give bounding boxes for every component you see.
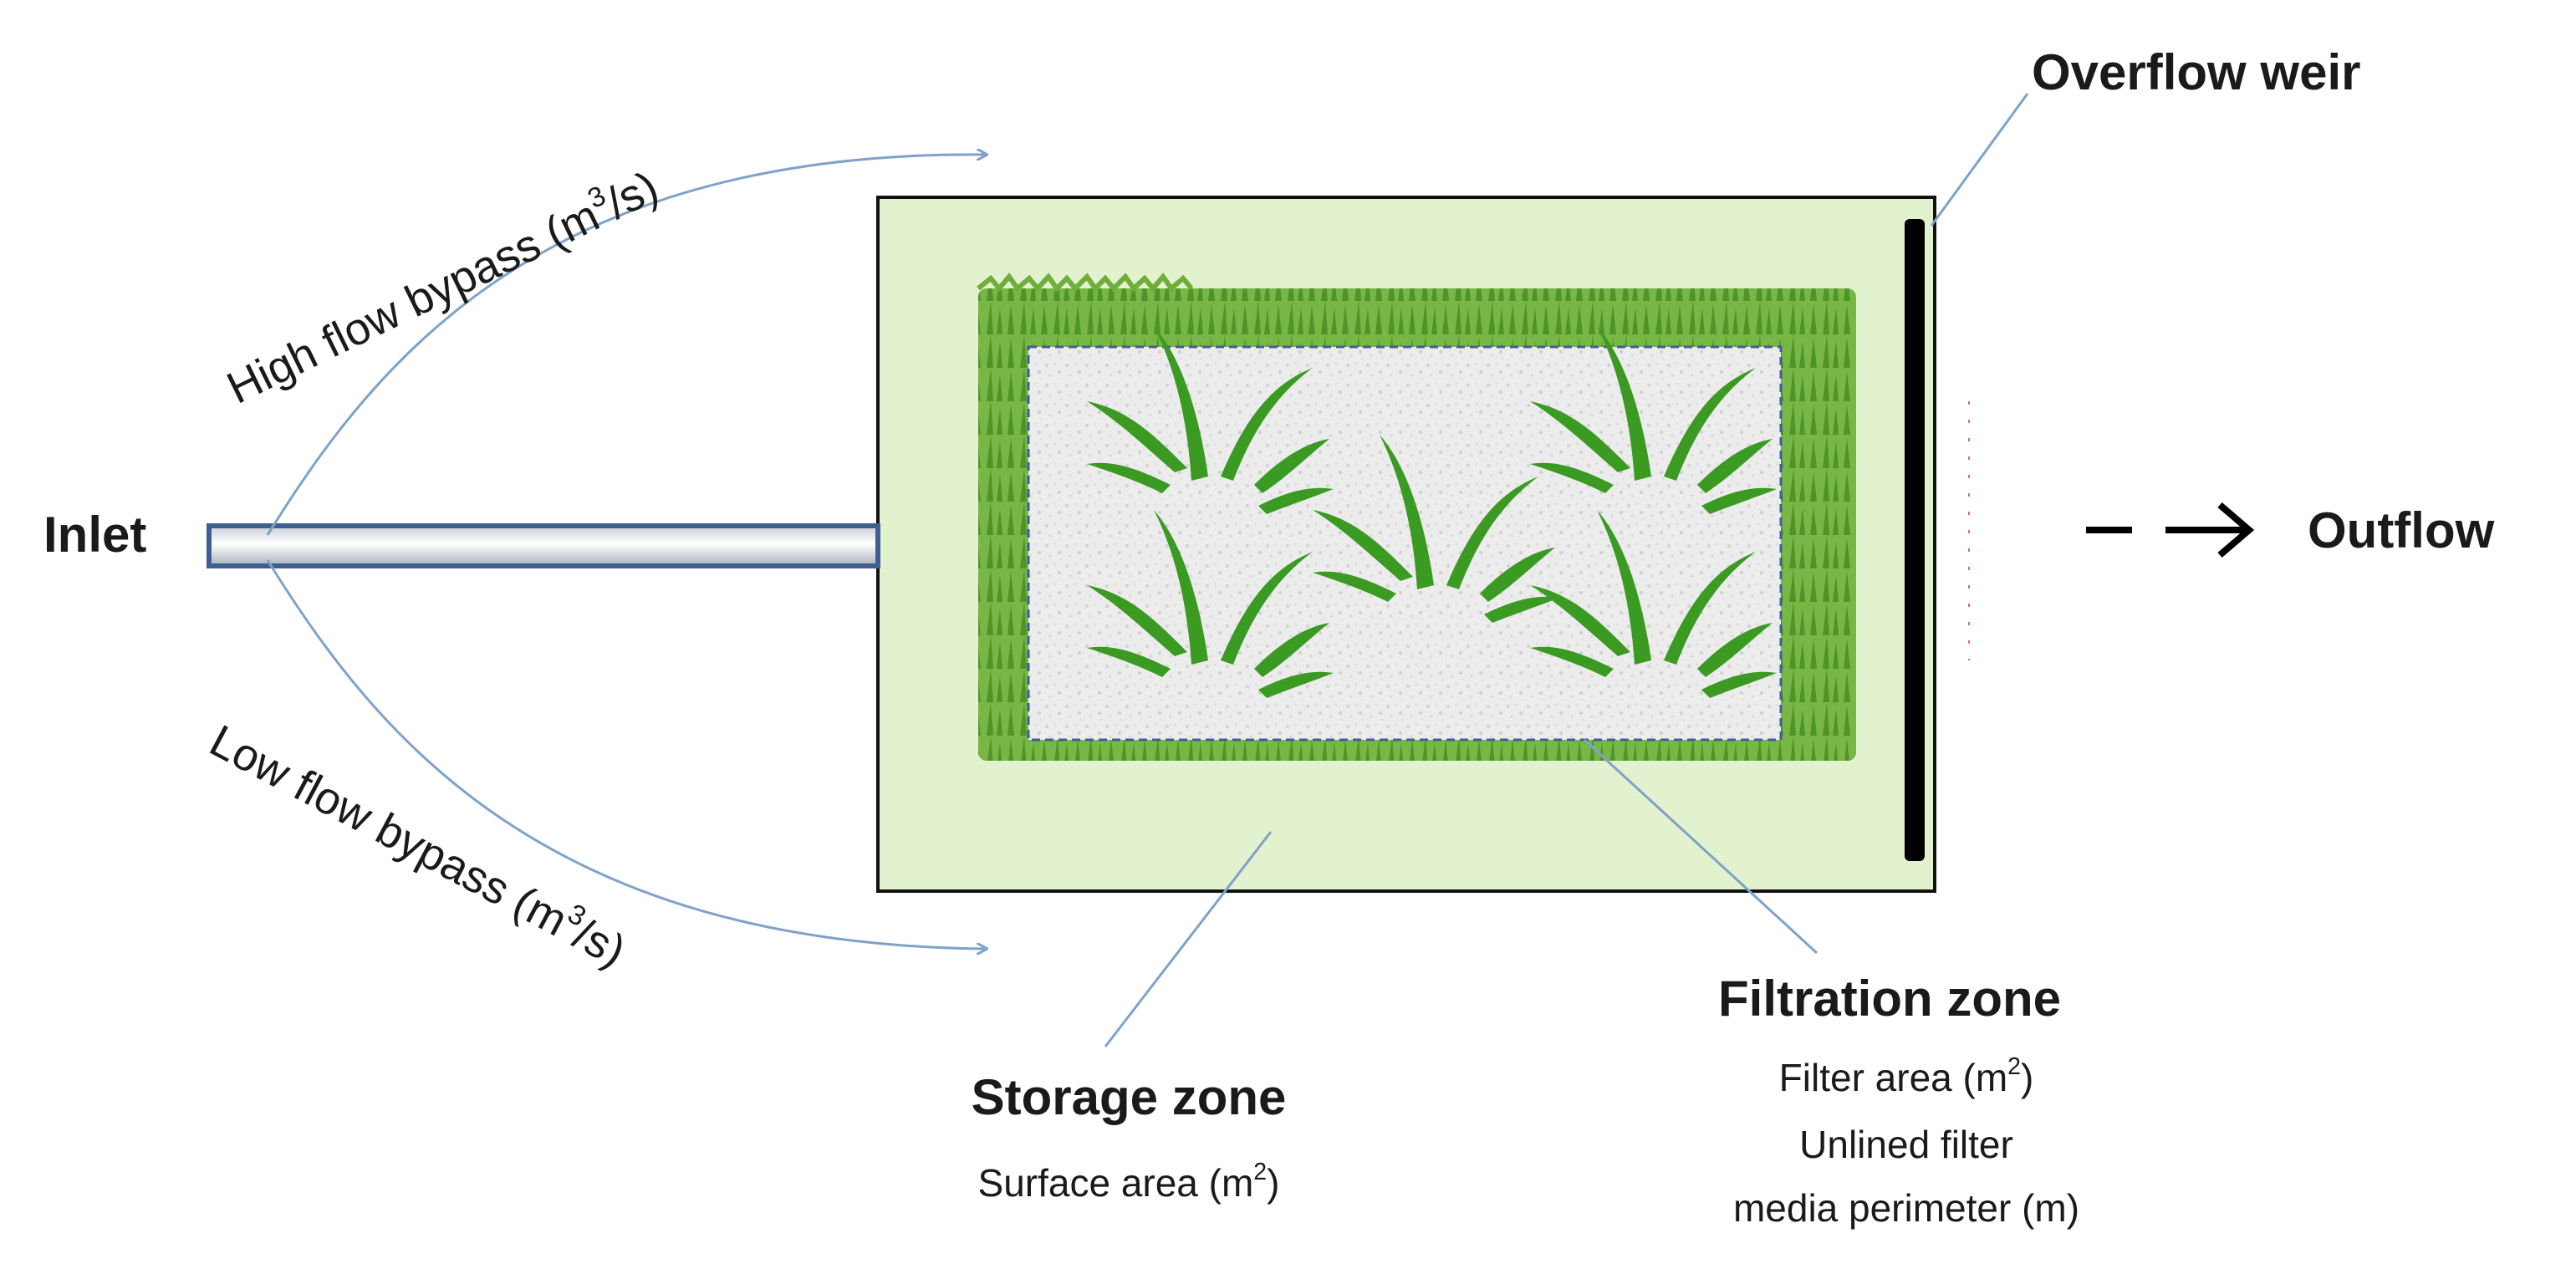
filtration-zone-leader — [1583, 738, 1819, 955]
overflow-weir-bar — [1905, 219, 1925, 861]
filtration-zone-title: Filtration zone — [1718, 971, 2061, 1027]
filter-area-label: Filter area (m2) — [1779, 1055, 2034, 1100]
unlined-filter-label-line1: Unlined filter — [1799, 1123, 2013, 1166]
overflow-weir-label: Overflow weir — [2032, 44, 2361, 100]
dashed-arrow-icon — [2086, 502, 2255, 558]
inlet-label: Inlet — [43, 507, 147, 563]
surface-area-text: Surface area (m — [977, 1161, 1254, 1205]
surface-area-sup: 2 — [1253, 1159, 1268, 1186]
storage-zone-title: Storage zone — [971, 1069, 1287, 1125]
low-flow-bypass-arrow — [266, 559, 987, 949]
filtration-zone-box — [1027, 345, 1783, 741]
surface-area-tail: ) — [1267, 1161, 1280, 1205]
outflow-label: Outflow — [2308, 502, 2495, 558]
filter-area-tail: ) — [2021, 1056, 2034, 1099]
filter-area-sup: 2 — [2007, 1053, 2022, 1081]
storage-zone-surface-area: Surface area (m2) — [978, 1160, 1280, 1205]
inlet-pipe — [207, 523, 880, 568]
unlined-filter-label-line2: media perimeter (m) — [1732, 1186, 2080, 1230]
filter-area-text: Filter area (m — [1778, 1056, 2008, 1099]
storage-zone-leader — [1104, 831, 1273, 1047]
overflow-weir-leader — [1930, 93, 2029, 227]
high-flow-bypass-arrow — [266, 155, 987, 536]
